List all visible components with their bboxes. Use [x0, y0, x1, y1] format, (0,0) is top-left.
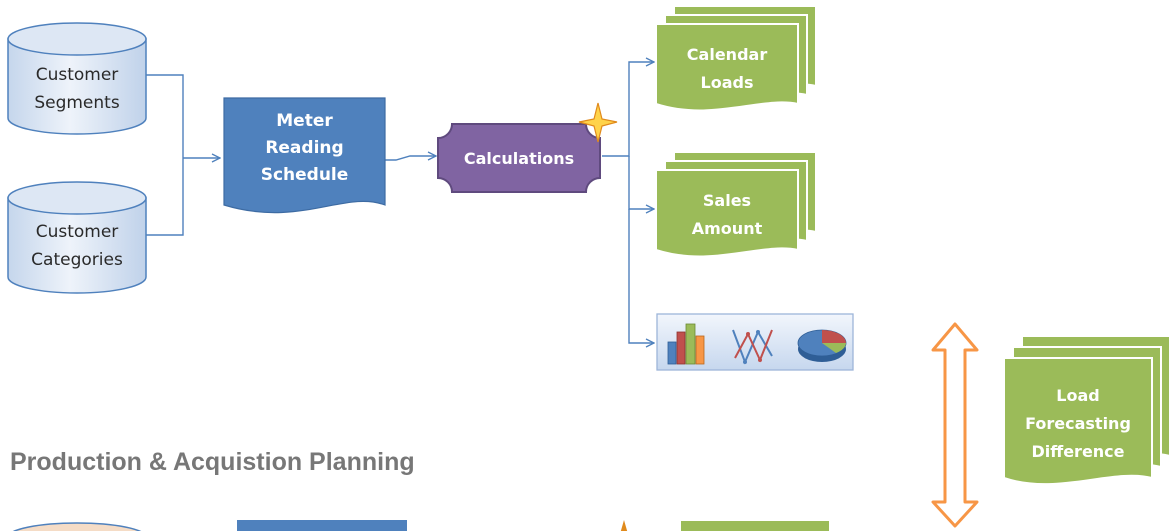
- meter-reading-schedule-label: Meter Reading Schedule: [260, 110, 349, 185]
- connector-segments-to-merge: [146, 74, 184, 158]
- customer-categories-cylinder: [7, 181, 147, 294]
- bottom-green-document-partial: [679, 519, 831, 531]
- star-icon: [578, 102, 618, 143]
- calculations-label: Calculations: [463, 148, 575, 168]
- line-chart-icon: [732, 329, 773, 365]
- customer-segments-label: Customer Segments: [34, 65, 120, 113]
- connector-categories-to-merge: [146, 158, 184, 236]
- section-heading: Production & Acquistion Planning: [10, 447, 415, 476]
- connector-calculations-branch: [602, 62, 654, 343]
- load-forecasting-difference-multidocument: [1003, 335, 1171, 486]
- load-forecasting-difference-label: Load Forecasting Difference: [1025, 386, 1131, 461]
- pie-chart-icon: [797, 329, 847, 362]
- bottom-document-partial: [237, 520, 407, 531]
- sales-amount-multidocument: [655, 151, 817, 258]
- sales-amount-label: Sales Amount: [691, 191, 763, 238]
- calendar-loads-multidocument: [655, 5, 817, 112]
- double-arrow-icon: [931, 322, 979, 528]
- bottom-star-partial: [620, 520, 628, 531]
- calculations-shape: [437, 123, 601, 193]
- connector-meter-reading-to-calculations: [385, 156, 436, 161]
- bar-chart-icon: [667, 323, 705, 365]
- bottom-cylinder-partial: [12, 522, 142, 531]
- calendar-loads-label: Calendar Loads: [686, 45, 768, 92]
- customer-segments-cylinder: [7, 22, 147, 135]
- meter-reading-schedule-document: [223, 97, 386, 214]
- customer-categories-label: Customer Categories: [31, 222, 123, 270]
